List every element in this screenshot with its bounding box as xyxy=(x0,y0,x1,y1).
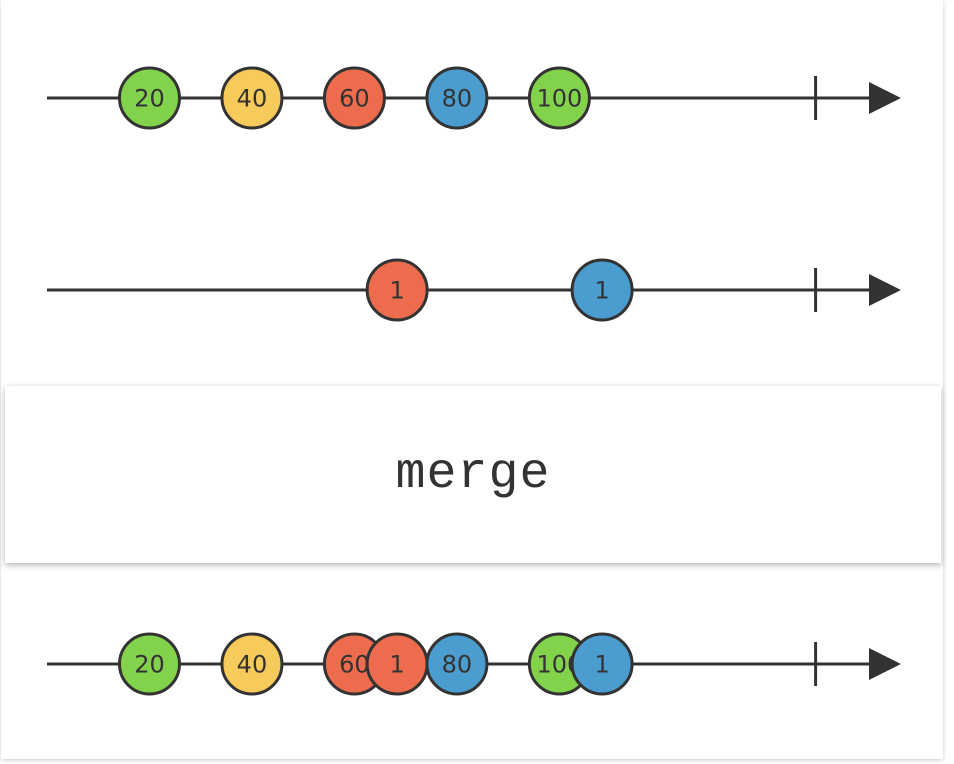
marble-label: 1 xyxy=(389,651,404,679)
marble: 1 xyxy=(570,632,634,696)
marble: 40 xyxy=(220,632,284,696)
marble-label: 100 xyxy=(536,85,582,113)
marble: 80 xyxy=(425,66,489,130)
marble-circle xyxy=(117,66,181,130)
marble-label: 60 xyxy=(339,85,370,113)
marble-circle xyxy=(570,632,634,696)
marble: 100 xyxy=(527,66,591,130)
marble-label: 1 xyxy=(594,277,609,305)
marble-label: 40 xyxy=(237,651,268,679)
timeline-arrow xyxy=(869,648,901,680)
operator-box: merge xyxy=(5,386,941,563)
marble-circle xyxy=(220,632,284,696)
marble-label: 40 xyxy=(237,85,268,113)
marble-circle xyxy=(425,632,489,696)
marble: 60 xyxy=(322,66,386,130)
marble: 1 xyxy=(365,258,429,322)
marble-circle xyxy=(570,258,634,322)
marble: 1 xyxy=(570,258,634,322)
marble-label: 80 xyxy=(442,651,473,679)
marble-label: 20 xyxy=(134,651,165,679)
marble-label: 20 xyxy=(134,85,165,113)
input-timeline-1: 20 40 60 80 100 xyxy=(47,66,901,130)
timeline-arrow xyxy=(869,274,901,306)
marble-label: 80 xyxy=(442,85,473,113)
operator-label: merge xyxy=(395,446,551,503)
marble-label: 1 xyxy=(389,277,404,305)
timeline-arrow xyxy=(869,82,901,114)
marble-circle xyxy=(322,66,386,130)
marble: 60 xyxy=(322,632,386,696)
marble-circle xyxy=(365,258,429,322)
marble: 80 xyxy=(425,632,489,696)
marble: 40 xyxy=(220,66,284,130)
marble: 20 xyxy=(117,632,181,696)
marble-circle xyxy=(425,66,489,130)
marble-circle xyxy=(117,632,181,696)
marble-circle xyxy=(220,66,284,130)
marble-label: 60 xyxy=(339,651,370,679)
marble-circle xyxy=(527,66,591,130)
marble: 1 xyxy=(365,632,429,696)
marble: 20 xyxy=(117,66,181,130)
marble-label: 1 xyxy=(594,651,609,679)
